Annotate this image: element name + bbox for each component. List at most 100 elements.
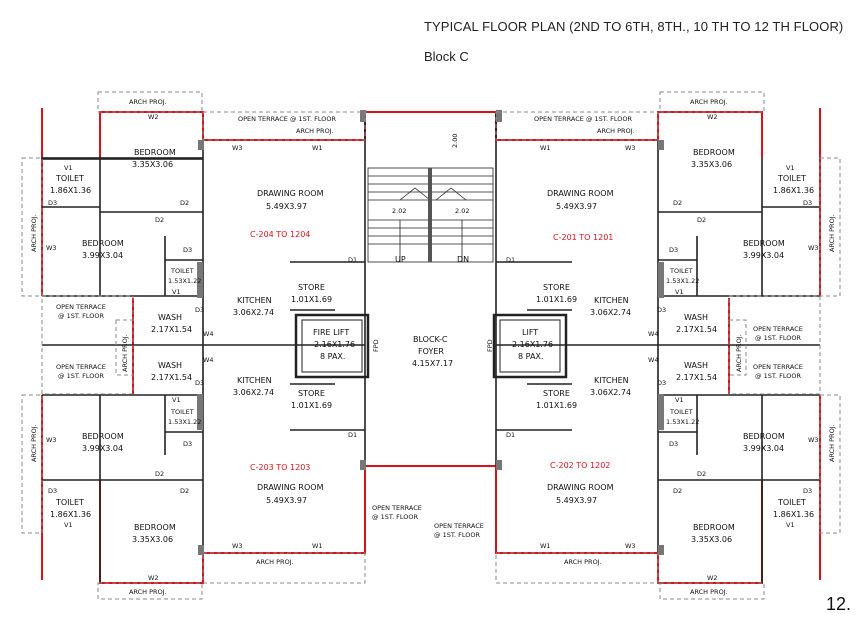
bedroom-dim: 3.35X3.06 [691,535,732,544]
window-tag: W1 [540,542,551,550]
bedroom-label: BEDROOM [82,239,124,248]
window-tag: W3 [625,542,636,550]
toilet-dim: 1.53X1.22 [666,277,699,285]
toilet-label: TOILET [669,267,693,275]
bedroom-label: BEDROOM [743,432,785,441]
door-tag: D2 [673,199,682,207]
door-tag: D2 [155,470,164,478]
open-terrace-label: @ 1ST. FLOOR [755,372,802,380]
vent-tag: V1 [64,521,73,529]
bedroom-label: BEDROOM [82,432,124,441]
bedroom-label: BEDROOM [743,239,785,248]
kitchen-dim: 3.06X2.74 [233,308,274,317]
arch-proj-label: ARCH PROJ. [690,588,728,596]
fpd-label: FPD [486,339,494,352]
door-tag: D3 [669,440,678,448]
door-tag: D3 [657,379,666,387]
fpd-label: FPD [372,339,380,352]
toilet-dim: 1.53X1.22 [168,418,201,426]
fire-lift-label: FIRE LIFT [313,328,349,337]
open-terrace-label: @ 1ST. FLOOR [755,334,802,342]
store-dim: 1.01X1.69 [536,295,577,304]
open-terrace-label: OPEN TERRACE [753,363,803,371]
bedroom-label: BEDROOM [134,523,176,532]
open-terrace-label: OPEN TERRACE @ 1ST. FLOOR [534,115,632,123]
bedroom-dim: 3.35X3.06 [132,160,173,169]
toilet-label: TOILET [55,174,84,183]
lift-pax: 8 PAX. [320,352,345,361]
toilet-label: TOILET [669,408,693,416]
bedroom-dim: 3.35X3.06 [132,535,173,544]
open-terrace-label: OPEN TERRACE @ 1ST. FLOOR [238,115,336,123]
stair-up-label: UP [395,255,406,264]
toilet-label: TOILET [777,498,806,507]
page-number: 12. [826,594,852,614]
door-tag: D1 [506,431,515,439]
kitchen-label: KITCHEN [594,296,629,305]
vent-tag: V1 [786,521,795,529]
arch-proj-label: ARCH PROJ. [828,424,836,462]
window-tag: W1 [540,144,551,152]
wash-label: WASH [158,313,182,322]
toilet-label: TOILET [170,408,194,416]
drawing-room-dim: 5.49X3.97 [556,496,597,505]
arch-proj-label: ARCH PROJ. [129,98,167,106]
wash-label: WASH [158,361,182,370]
door-tag: D2 [673,487,682,495]
window-tag: W3 [232,144,243,152]
door-tag: D3 [48,487,57,495]
wash-dim: 2.17X1.54 [151,325,192,334]
kitchen-label: KITCHEN [237,376,272,385]
window-tag: W4 [648,330,659,338]
window-tag: W3 [808,436,819,444]
bedroom-label: BEDROOM [693,148,735,157]
door-tag: D3 [657,306,666,314]
window-tag: W4 [203,356,214,364]
arch-proj-label: ARCH PROJ. [735,334,743,372]
window-tag: W3 [808,244,819,252]
toilet-label: TOILET [55,498,84,507]
kitchen-dim: 3.06X2.74 [590,388,631,397]
drawing-room-dim: 5.49X3.97 [266,202,307,211]
drawing-room-dim: 5.49X3.97 [266,496,307,505]
open-terrace-label: OPEN TERRACE [56,303,106,311]
store-label: STORE [543,389,570,398]
vent-tag: V1 [675,288,684,296]
bedroom-dim: 3.99X3.04 [743,444,784,453]
open-terrace-label: OPEN TERRACE [56,363,106,371]
store-label: STORE [543,283,570,292]
window-tag: W3 [46,244,57,252]
stair-width-label: 2.02 [392,207,406,215]
arch-proj-label: ARCH PROJ. [30,424,38,462]
lift-label: LIFT [522,328,538,337]
window-tag: W2 [707,574,718,582]
window-tag: W1 [312,542,323,550]
room-labels: ARCH PROJ. ARCH PROJ. ARCH PROJ. ARCH PR… [30,98,836,596]
door-tag: D2 [155,216,164,224]
open-terrace-label: @ 1ST. FLOOR [372,513,419,521]
door-tag: D3 [183,440,192,448]
store-dim: 1.01X1.69 [291,401,332,410]
unit-range-label: C-204 TO 1204 [250,230,310,239]
drawing-room-label: DRAWING ROOM [547,483,614,492]
door-tag: D2 [180,199,189,207]
door-tag: D2 [697,216,706,224]
door-tag: D3 [195,379,204,387]
toilet-dim: 1.53X1.22 [666,418,699,426]
toilet-dim: 1.86X1.36 [50,186,91,195]
toilet-label: TOILET [777,174,806,183]
open-terrace-label: OPEN TERRACE [434,522,484,530]
door-tag: D2 [180,487,189,495]
bedroom-dim: 3.35X3.06 [691,160,732,169]
stair-dn-label: DN [457,255,469,264]
open-terrace-label: @ 1ST. FLOOR [58,372,105,380]
window-tag: W2 [148,113,159,121]
foyer-dim: 4.15X7.17 [412,359,453,368]
bedroom-dim: 3.99X3.04 [743,251,784,260]
wash-dim: 2.17X1.54 [676,325,717,334]
arch-proj-label: ARCH PROJ. [30,214,38,252]
vent-tag: V1 [64,164,73,172]
door-tag: D3 [803,199,812,207]
store-dim: 1.01X1.69 [536,401,577,410]
foyer-label: FOYER [418,347,444,356]
